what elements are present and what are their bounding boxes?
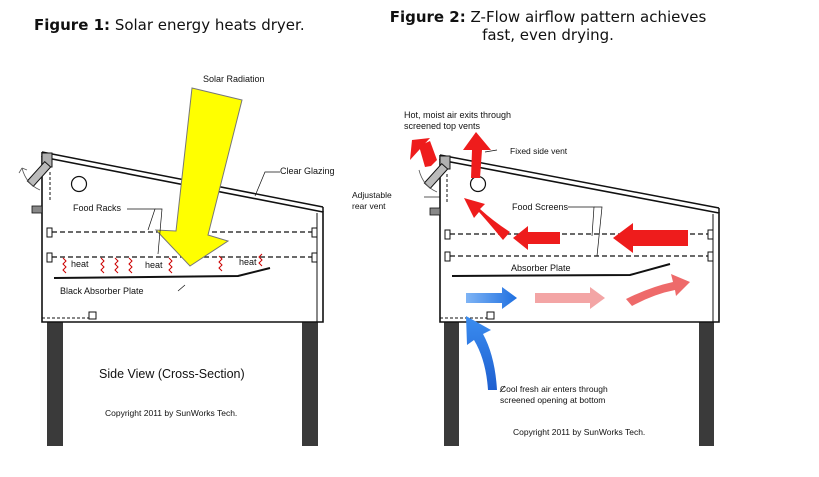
fixed-side-vent [469,175,487,193]
side-view-label: Side View (Cross-Section) [99,367,245,381]
clear-glazing-label: Clear Glazing [280,166,335,176]
fixed-side-vent-label: Fixed side vent [510,146,568,156]
cool-air-right-arrow [466,287,517,309]
dryer-box [439,159,720,323]
dryer-leg-left [47,322,63,446]
food-screens-label: Food Screens [512,202,569,212]
figure-1-copyright: Copyright 2011 by SunWorks Tech. [105,408,238,418]
warming-air-right-arrow [535,287,605,309]
heat-label-2: heat [145,260,163,270]
air-flow-left-arrow-1 [513,226,560,250]
warm-air-rising-arrow [626,274,690,306]
black-absorber-plate-label: Black Absorber Plate [60,286,144,296]
air-flow-left-arrow-2 [613,223,688,253]
heat-label-3: heat [239,257,257,267]
adjustable-rear-vent [418,162,449,193]
dryer-leg-right [302,322,318,446]
rear-vent-flap [18,160,52,191]
figure-2-copyright: Copyright 2011 by SunWorks Tech. [513,427,646,437]
absorber-plate [451,263,671,277]
hot-air-exit-arrow-side [463,132,491,178]
figure-2-dryer [410,132,720,446]
solar-radiation-label: Solar Radiation [203,74,265,84]
heat-label-1: heat [71,259,89,269]
figure-1-dryer [18,87,324,446]
cool-air-inlet-arrow [466,316,497,390]
side-vent-circle [70,175,88,193]
glazing-panel [439,154,720,209]
hot-air-rising-arrow [464,198,510,240]
figure-2-title: Figure 2: Z-Flow airflow pattern achieve… [389,8,707,44]
solar-radiation-arrow [154,87,243,267]
heat-waves [62,253,263,274]
food-racks-label: Food Racks [73,203,122,213]
hot-air-exit-arrow-rear [419,141,437,167]
dryer-leg-left [444,322,459,446]
figure-1-title: Figure 1: Solar energy heats dryer. [34,16,305,34]
dryer-leg-right [699,322,714,446]
absorber-plate-label: Absorber Plate [511,263,571,273]
black-absorber-plate [53,267,271,279]
